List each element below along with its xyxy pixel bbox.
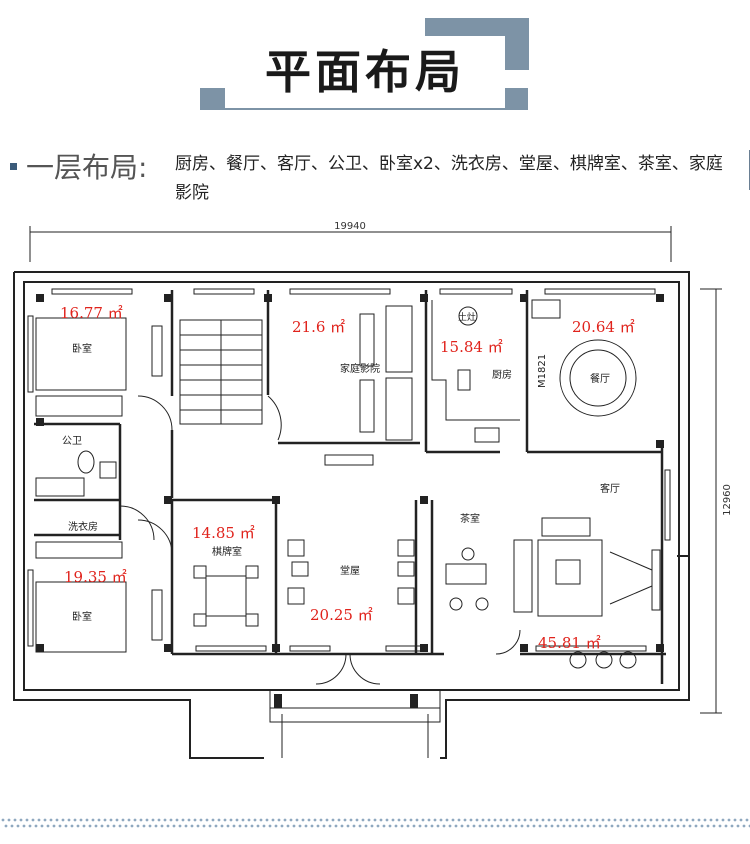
living-furniture <box>513 517 661 669</box>
cinema-furniture <box>324 305 413 466</box>
room-name-kitchen: 厨房 <box>492 368 512 381</box>
bathroom-fixtures <box>35 450 117 497</box>
area-hall: 20.25 ㎡ <box>310 606 373 624</box>
room-name-living: 客厅 <box>600 482 620 495</box>
kitchen-fixtures <box>431 300 520 443</box>
door-code-label: M1821 <box>537 354 548 388</box>
room-name-dining: 餐厅 <box>590 372 610 385</box>
page-title: 平面布局 <box>225 36 505 108</box>
staircase <box>179 319 263 425</box>
outer-walls <box>13 271 690 759</box>
room-name-cinema: 家庭影院 <box>340 362 380 375</box>
dimension-width-text: 19940 <box>334 221 366 232</box>
tea-furniture <box>445 547 489 611</box>
room-name-hall: 堂屋 <box>340 565 360 577</box>
chess-table <box>193 565 259 627</box>
room-name-bedroom2: 卧室 <box>72 610 92 623</box>
layout-rooms-text: 厨房、餐厅、客厅、公卫、卧室x2、洗衣房、堂屋、棋牌室、茶室、家庭影院 <box>175 154 723 203</box>
stove-label: 土灶 <box>458 311 476 323</box>
room-name-laundry: 洗衣房 <box>68 520 98 533</box>
room-name-chess: 棋牌室 <box>212 545 242 558</box>
area-dining: 20.64 ㎡ <box>572 318 635 336</box>
interior-walls <box>34 290 666 684</box>
room-name-bedroom1: 卧室 <box>72 342 92 355</box>
area-bedroom1: 16.77 ㎡ <box>60 304 123 322</box>
area-chess: 14.85 ㎡ <box>192 524 255 542</box>
area-living: 45.81 ㎡ <box>538 634 601 652</box>
room-name-tea: 茶室 <box>460 512 480 525</box>
bed-1 <box>35 317 163 417</box>
area-bedroom2: 19.35 ㎡ <box>64 568 127 586</box>
door-swings <box>119 395 521 685</box>
entrance-steps <box>269 689 441 758</box>
dimension-height-line <box>700 288 722 714</box>
hall-furniture <box>287 539 415 605</box>
layout-label: 一层布局: <box>26 151 148 184</box>
structural-columns <box>36 294 664 708</box>
windows <box>27 288 671 652</box>
bed-2 <box>35 541 163 653</box>
dining-table <box>531 299 637 417</box>
area-kitchen: 15.84 ㎡ <box>440 338 503 356</box>
bullet-icon <box>10 163 17 170</box>
dimension-height-text: 12960 <box>722 484 733 516</box>
dotted-footer-border <box>1 818 750 828</box>
room-name-toilet: 公卫 <box>62 436 82 447</box>
area-cinema: 21.6 ㎡ <box>292 318 345 336</box>
dimension-width-line <box>29 226 672 262</box>
